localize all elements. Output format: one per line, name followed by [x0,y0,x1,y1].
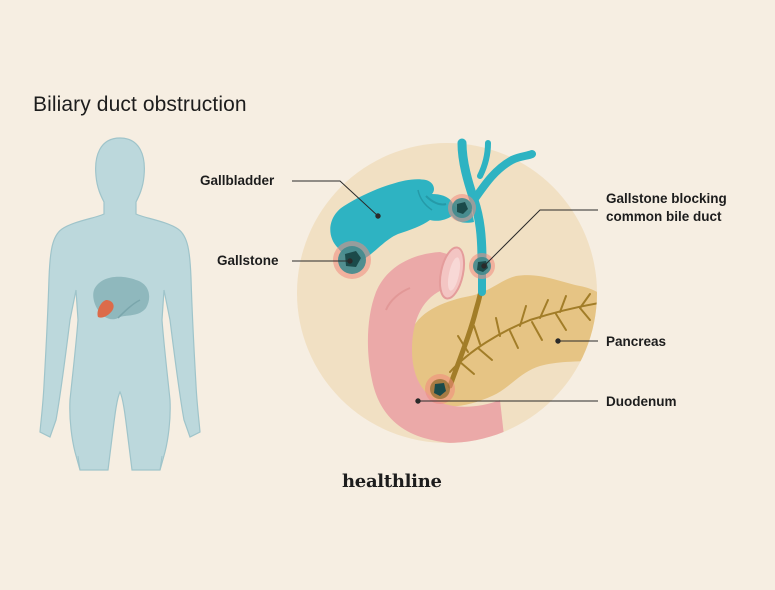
gallstone-in-cystic-duct [448,194,476,222]
gallbladder-leader [292,180,379,217]
label-duodenum: Duodenum [606,394,677,409]
label-blocking-line2: common bile duct [606,209,722,224]
brand-logo: healthline [342,471,442,492]
mini-pancreas [97,300,114,318]
blocking-leader [483,209,598,267]
pancreatic-ducts [449,293,597,375]
label-gallstone: Gallstone [217,253,279,268]
human-body-silhouette [39,137,201,471]
label-blocking-line1: Gallstone blocking [606,191,727,206]
duodenum [367,252,504,443]
page-title: Biliary duct obstruction [33,93,247,116]
gallbladder [330,179,474,262]
gallstone-at-duodenum [425,374,455,404]
label-gallbladder: Gallbladder [200,173,275,188]
label-pancreas: Pancreas [606,334,667,349]
leader-lines [292,180,598,404]
